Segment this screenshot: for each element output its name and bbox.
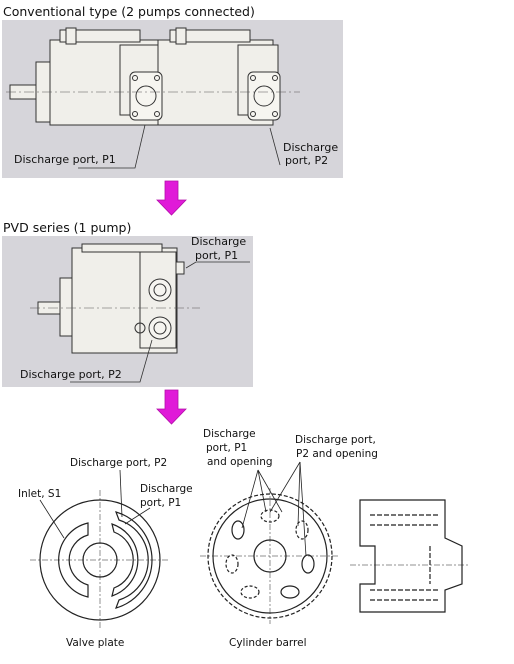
- conventional-port-p2: [247, 71, 281, 121]
- inlet-label: Inlet, S1: [18, 488, 61, 500]
- conventional-label-p2-line2: port, P2: [285, 154, 328, 167]
- pvd-port-p1: [148, 278, 172, 302]
- pvd-label-p1-line1: Discharge: [191, 235, 246, 248]
- leader-inlet: [39, 499, 65, 539]
- cyl-p1-label-line1: Discharge: [203, 428, 256, 440]
- down-arrow-2: [156, 389, 187, 425]
- conventional-heading: Conventional type (2 pumps connected): [3, 4, 255, 19]
- cylinder-barrel-drawing: [200, 488, 340, 624]
- cylinder-barrel-caption: Cylinder barrel: [229, 637, 307, 649]
- leader-p1-conventional: [78, 124, 146, 169]
- conventional-port-p1: [129, 71, 163, 121]
- cyl-p1-label-line2: port, P1: [206, 442, 247, 454]
- pvd-heading: PVD series (1 pump): [3, 220, 132, 235]
- cyl-p1-label-line3: and opening: [207, 456, 273, 468]
- valve-p1-label-line2: port, P1: [140, 497, 181, 509]
- valve-p2-label: Discharge port, P2: [70, 457, 167, 469]
- valve-plate-drawing: [30, 490, 170, 630]
- cylinder-leaders: [241, 461, 307, 557]
- valve-p1-label-line1: Discharge: [140, 483, 193, 495]
- side-section-drawing: [350, 499, 470, 613]
- conventional-label-p2-line1: Discharge: [283, 141, 338, 154]
- leader-valve-p2: [119, 469, 123, 518]
- conventional-label-p1: Discharge port, P1: [14, 153, 116, 166]
- cyl-p2-label-line1: Discharge port,: [295, 434, 376, 446]
- cyl-p2-label-line2: P2 and opening: [296, 448, 378, 460]
- pvd-label-p1-line2: port, P1: [195, 249, 238, 262]
- pvd-label-p2: Discharge port, P2: [20, 368, 122, 381]
- leader-valve-p1: [124, 507, 151, 525]
- valve-plate-caption: Valve plate: [66, 637, 124, 649]
- down-arrow-1: [156, 180, 187, 216]
- leader-p1-pvd: [185, 261, 250, 269]
- leader-p2-pvd: [70, 339, 153, 383]
- pvd-port-p2: [134, 316, 172, 340]
- leader-p2-conventional: [269, 127, 281, 166]
